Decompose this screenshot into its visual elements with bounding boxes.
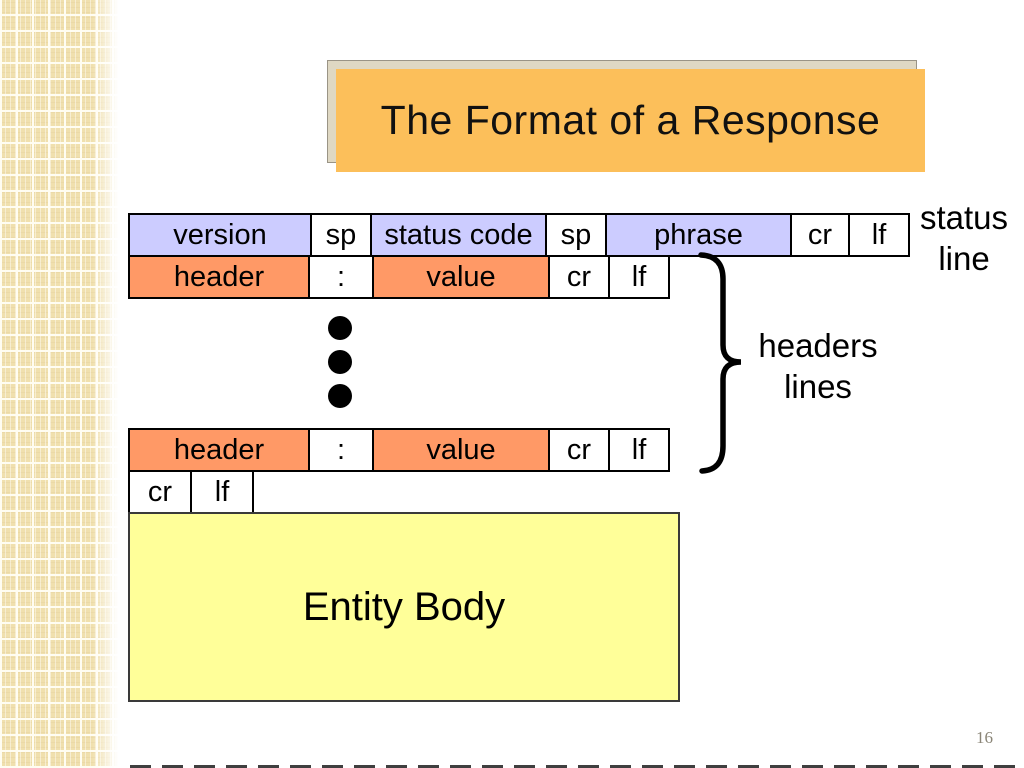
header-row-bottom: header : value cr lf	[128, 428, 670, 472]
cell-value: value	[372, 428, 550, 472]
cell-lf: lf	[848, 213, 910, 257]
header-row-top: header : value cr lf	[128, 255, 670, 299]
cell-lf: lf	[608, 255, 670, 299]
page-number: 16	[976, 728, 993, 747]
cell-lf: lf	[190, 470, 254, 514]
ellipsis-dot	[328, 384, 352, 408]
cell-cr: cr	[548, 428, 610, 472]
page-title: The Format of a Response	[380, 97, 881, 143]
entity-body-label: Entity Body	[302, 584, 506, 629]
status-line-label-line2: line	[938, 240, 990, 277]
cell-lf: lf	[608, 428, 670, 472]
status-line-label: status line	[908, 197, 1020, 279]
headers-lines-label: headers lines	[738, 325, 898, 407]
cell-sp-1: sp	[310, 213, 372, 257]
title-box: The Format of a Response	[336, 69, 925, 172]
cell-cr: cr	[790, 213, 850, 257]
cell-cr: cr	[128, 470, 192, 514]
cell-cr: cr	[548, 255, 610, 299]
entity-body-box: Entity Body	[128, 512, 680, 702]
cell-header: header	[128, 255, 310, 299]
cell-phrase: phrase	[605, 213, 792, 257]
bottom-dashed-border	[130, 765, 1024, 768]
curly-brace	[698, 252, 742, 474]
cell-colon: :	[308, 255, 374, 299]
ellipsis-dot	[328, 316, 352, 340]
cell-value: value	[372, 255, 550, 299]
headers-lines-label-line1: headers	[758, 327, 878, 364]
status-line-row: version sp status code sp phrase cr lf	[128, 213, 910, 257]
left-texture-strip	[0, 0, 118, 768]
cell-status-code: status code	[370, 213, 547, 257]
blank-line-row: cr lf	[128, 470, 254, 514]
ellipsis-dot	[328, 350, 352, 374]
cell-sp-2: sp	[545, 213, 607, 257]
cell-colon: :	[308, 428, 374, 472]
cell-version: version	[128, 213, 312, 257]
status-line-label-line1: status	[919, 199, 1009, 236]
headers-lines-label-line2: lines	[784, 368, 852, 405]
cell-header: header	[128, 428, 310, 472]
